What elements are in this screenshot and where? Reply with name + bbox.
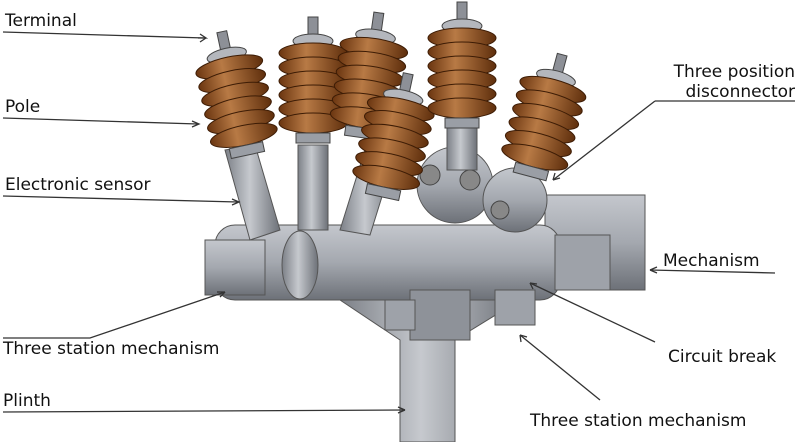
label-electronic-sensor: Electronic sensor — [5, 175, 151, 195]
label-terminal: Terminal — [5, 11, 77, 31]
label-mechanism: Mechanism — [663, 251, 760, 271]
leader-lines — [2, 31, 795, 414]
disconnector-housing — [416, 146, 548, 233]
main-tank — [204, 224, 611, 341]
label-three-station-mechanism-bottom: Three station mechanism — [530, 411, 747, 431]
insulator-stack — [195, 30, 278, 160]
insulator-stack — [352, 72, 435, 202]
label-disconnector-2: disconnector — [685, 82, 795, 102]
label-plinth: Plinth — [3, 391, 51, 411]
insulator-shed — [427, 97, 497, 119]
insulators — [195, 1, 587, 202]
label-disconnector-1: Three position — [673, 62, 795, 82]
label-circuit-break: Circuit break — [668, 347, 777, 367]
label-three-station-mechanism-left: Three station mechanism — [3, 339, 220, 359]
label-pole: Pole — [5, 97, 41, 117]
insulator-stack — [501, 52, 587, 182]
insulator-stack — [278, 16, 348, 144]
insulator-stack — [427, 1, 497, 129]
